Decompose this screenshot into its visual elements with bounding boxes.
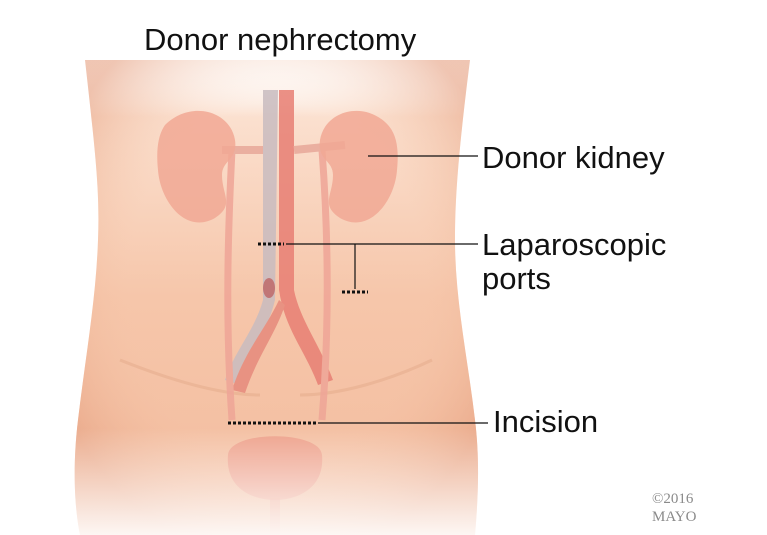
port-markers xyxy=(228,242,368,425)
donor-kidney-label: Donor kidney xyxy=(482,140,665,175)
diagram-title: Donor nephrectomy xyxy=(144,22,417,57)
copyright-owner: MAYO xyxy=(652,509,697,525)
copyright: ©2016 MAYO xyxy=(652,490,696,526)
leader-lines xyxy=(286,155,488,424)
ports-label-line1: Laparoscopic xyxy=(482,227,667,262)
incision-label: Incision xyxy=(493,404,599,439)
ports-label-line2: ports xyxy=(482,261,551,296)
copyright-year: ©2016 xyxy=(652,491,694,507)
